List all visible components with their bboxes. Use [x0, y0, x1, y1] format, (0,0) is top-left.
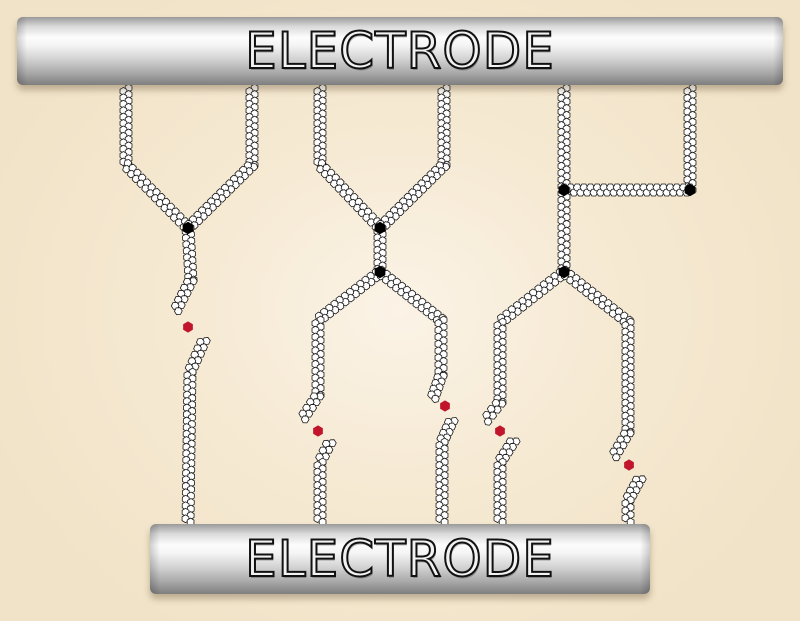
tube-3-right-upper	[560, 265, 635, 462]
break-2a	[313, 425, 323, 437]
tube-3-left-upper	[482, 267, 570, 426]
tube-2-right-arm	[376, 83, 451, 235]
top-electrode-label: ELECTRODE	[244, 21, 555, 81]
bottom-electrode: ELECTRODE	[150, 524, 650, 594]
break-1	[183, 321, 193, 333]
tube-2-right-lower	[435, 417, 459, 527]
junction-2a	[374, 221, 386, 235]
bottom-electrode-label: ELECTRODE	[244, 529, 555, 589]
tube-1-right-arm	[184, 83, 259, 235]
tube-1-stem-lower	[181, 337, 211, 527]
junction-group	[182, 183, 696, 279]
top-electrode: ELECTRODE	[17, 17, 783, 85]
nanotube-network	[119, 83, 697, 527]
tube-3-right-vertical	[683, 83, 697, 195]
tube-3-right-lower	[621, 475, 647, 527]
tube-3-stem	[557, 185, 571, 277]
junction-3a	[558, 183, 570, 197]
tube-3-bridge	[559, 183, 695, 197]
break-group	[183, 321, 634, 471]
break-3b	[624, 459, 634, 471]
junction-3b	[684, 183, 696, 197]
junction-3c	[558, 265, 570, 279]
tube-3-left-vertical	[557, 83, 571, 195]
break-3a	[495, 425, 505, 437]
tube-2-left-arm	[313, 83, 387, 232]
tube-1-stem-upper	[170, 223, 198, 316]
junction-2b	[374, 265, 386, 279]
tube-2-left-lower	[313, 439, 337, 527]
junction-1	[182, 221, 194, 235]
tube-3-left-lower	[493, 437, 521, 527]
tube-1-left-arm	[119, 83, 195, 232]
tube-2-right-upper	[376, 265, 448, 403]
tube-2-left-upper	[298, 267, 386, 424]
break-2b	[440, 400, 450, 412]
